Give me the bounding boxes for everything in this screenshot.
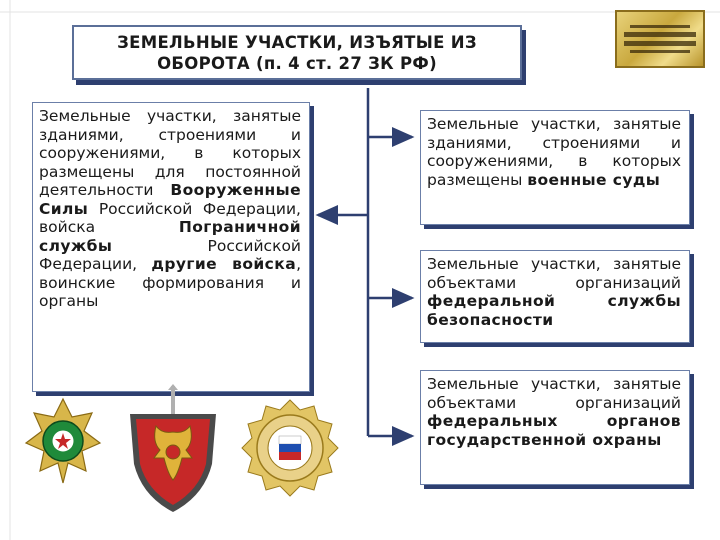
page-title: ЗЕМЕЛЬНЫЕ УЧАСТКИ, ИЗЪЯТЫЕ ИЗ ОБОРОТА (п… [72,25,522,80]
title-line-1: ЗЕМЕЛЬНЫЕ УЧАСТКИ, ИЗЪЯТЫЕ ИЗ [117,32,477,53]
right-box-1-bold: военные суды [527,171,660,189]
right-category-box-fso: Земельные участки, занятые объектами орг… [420,370,690,485]
right-box-3-bold: федеральных органов государственной охра… [427,412,681,449]
fsb-emblem [124,384,222,514]
fso-emblem [240,398,340,498]
right-box-2-bold: федеральной службы безопасности [427,292,681,329]
right-box-3-text: Земельные участки, занятые объектами орг… [427,375,681,412]
right-category-box-military-courts: Земельные участки, занятые зданиями, стр… [420,110,690,225]
left-box-bold-3: другие войска [151,255,296,273]
court-plaque-image [615,10,705,68]
border-service-emblem [22,395,104,487]
title-line-2: ОБОРОТА (п. 4 ст. 27 ЗК РФ) [157,53,437,74]
left-category-box: Земельные участки, занятые зданиями, стр… [32,102,310,392]
right-box-2-text: Земельные участки, занятые объектами орг… [427,255,681,292]
right-category-box-fsb: Земельные участки, занятые объектами орг… [420,250,690,343]
